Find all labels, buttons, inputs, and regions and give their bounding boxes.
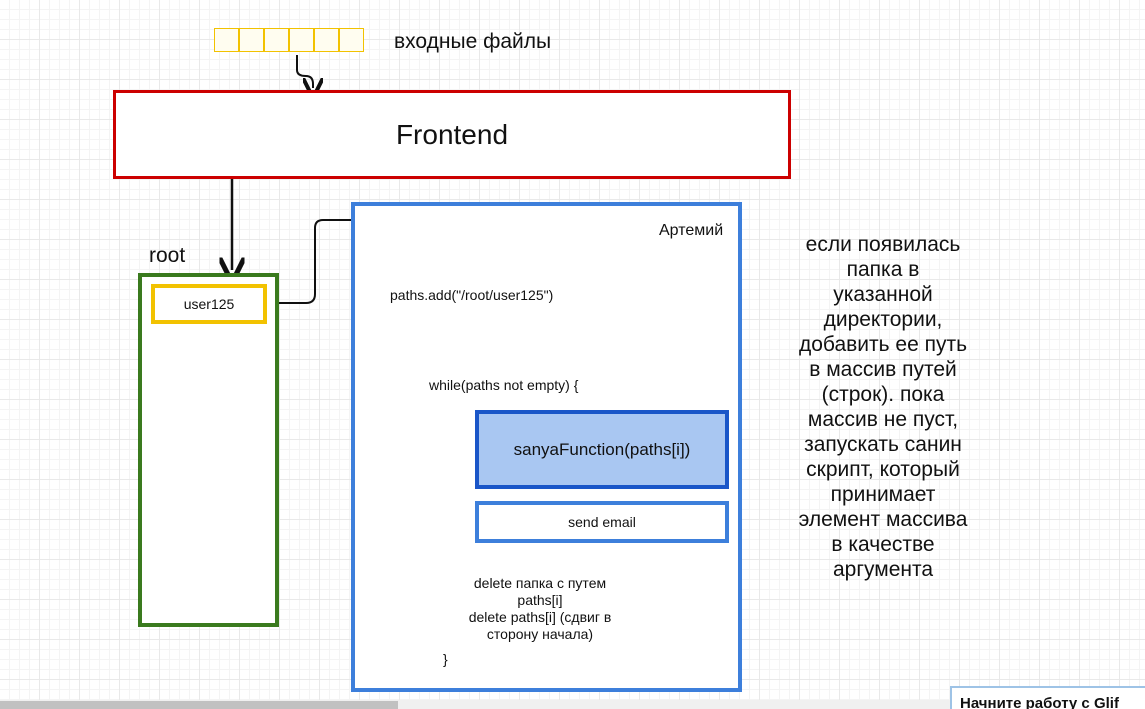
delete-line: delete paths[i] (сдвиг в: [468, 609, 612, 625]
frontend-label: Frontend: [395, 118, 509, 150]
delete-text-block[interactable]: delete папка с путем paths[i] delete pat…: [440, 575, 640, 643]
horizontal-scrollbar-thumb[interactable]: [0, 701, 398, 709]
note-line: элемент массива: [798, 508, 968, 531]
while-loop-text[interactable]: while(paths not empty) {: [429, 377, 579, 393]
input-file-cell[interactable]: [339, 28, 364, 52]
user-box[interactable]: user125: [151, 284, 267, 324]
help-banner-text: Начните работу с Glif: [960, 695, 1119, 709]
delete-line: delete папка с путем: [473, 575, 607, 591]
delete-line: paths[i]: [517, 592, 563, 608]
input-file-cell[interactable]: [314, 28, 339, 52]
horizontal-scrollbar-track[interactable]: [0, 700, 950, 709]
send-email-label: send email: [568, 514, 636, 530]
description-note[interactable]: если появилась папка в указанной директо…: [785, 232, 981, 582]
note-line: (строк). пока: [821, 383, 945, 406]
artem-label[interactable]: Артемий: [659, 222, 724, 239]
input-file-cell[interactable]: [239, 28, 264, 52]
input-file-cell[interactable]: [264, 28, 289, 52]
note-line: скрипт, который: [806, 458, 960, 481]
paths-add-text[interactable]: paths.add("/root/user125"): [390, 287, 554, 303]
note-line: массив не пуст,: [807, 408, 959, 431]
user-label: user125: [183, 296, 235, 312]
input-file-cell[interactable]: [214, 28, 239, 52]
input-file-cell[interactable]: [289, 28, 314, 52]
send-email-box[interactable]: send email: [475, 501, 729, 543]
help-banner[interactable]: Начните работу с Glif: [950, 686, 1145, 709]
note-line: запускать санин: [804, 433, 962, 456]
frontend-box[interactable]: Frontend: [113, 90, 791, 179]
note-line: добавить ее путь: [798, 333, 968, 356]
note-line: директории,: [823, 308, 943, 331]
input-files-label[interactable]: входные файлы: [394, 30, 552, 53]
note-line: в качестве: [831, 533, 935, 556]
note-line: если появилась: [805, 233, 961, 256]
note-line: папка в: [846, 258, 920, 281]
closing-brace[interactable]: }: [443, 651, 448, 667]
sanya-function-box[interactable]: sanyaFunction(paths[i]): [475, 410, 729, 489]
root-label[interactable]: root: [149, 244, 186, 267]
note-line: в массив путей: [809, 358, 957, 381]
input-files-strip[interactable]: [214, 28, 366, 52]
input-to-frontend-arrow: [296, 55, 313, 88]
note-line: аргумента: [832, 558, 934, 581]
delete-line: сторону начала): [486, 626, 594, 642]
note-line: указанной: [833, 283, 933, 306]
root-box[interactable]: [138, 273, 279, 627]
sanya-function-label: sanyaFunction(paths[i]): [513, 439, 691, 459]
note-line: принимает: [830, 483, 936, 506]
